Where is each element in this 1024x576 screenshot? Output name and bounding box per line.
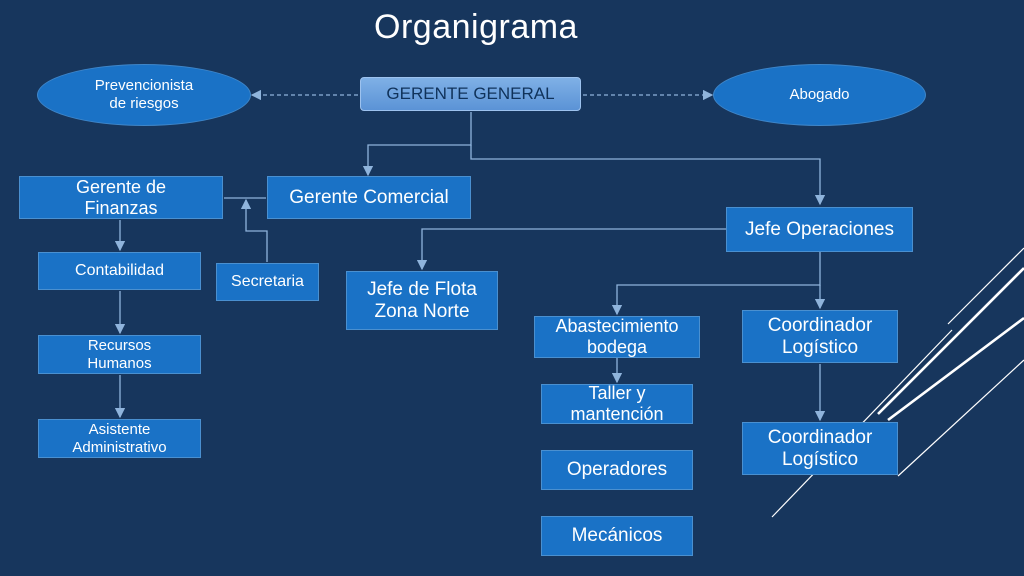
node-taller-mantencion-label: Taller y mantención	[570, 383, 664, 424]
node-prevencionista: Prevencionista de riesgos	[37, 64, 251, 126]
node-secretaria: Secretaria	[216, 263, 319, 301]
node-jefe-operaciones: Jefe Operaciones	[726, 207, 913, 252]
node-coordinador-logistico-2: Coordinador Logístico	[742, 422, 898, 475]
node-recursos-humanos-label: Recursos Humanos	[87, 337, 152, 372]
node-coordinador-logistico-2-label: Coordinador Logístico	[767, 426, 873, 470]
node-jefe-flota: Jefe de Flota Zona Norte	[346, 271, 498, 330]
connector-gerente-comercial	[362, 112, 472, 177]
node-gerente-general: GERENTE GENERAL	[360, 77, 581, 111]
node-contabilidad: Contabilidad	[38, 252, 201, 290]
node-jefe-flota-label: Jefe de Flota Zona Norte	[367, 278, 477, 322]
node-operadores-label: Operadores	[566, 459, 668, 481]
node-abogado: Abogado	[713, 64, 926, 126]
node-gerente-comercial-label: Gerente Comercial	[289, 186, 449, 208]
node-gerente-general-label: GERENTE GENERAL	[386, 84, 555, 103]
connector-jefe-flota	[416, 228, 726, 271]
node-abogado-label: Abogado	[789, 86, 850, 103]
decorative-lines	[771, 247, 1024, 518]
node-mecanicos: Mecánicos	[541, 516, 693, 556]
node-recursos-humanos: Recursos Humanos	[38, 335, 201, 374]
node-asistente-administrativo-label: Asistente Administrativo	[72, 421, 167, 456]
node-secretaria-label: Secretaria	[231, 272, 304, 290]
node-jefe-operaciones-label: Jefe Operaciones	[745, 218, 894, 240]
node-gerente-finanzas: Gerente de Finanzas	[19, 176, 223, 219]
node-taller-mantencion: Taller y mantención	[541, 383, 693, 424]
node-abastecimiento-bodega: Abastecimiento bodega	[534, 316, 700, 358]
node-gerente-finanzas-label: Gerente de Finanzas	[75, 176, 167, 218]
page-title: Organigrama	[374, 8, 578, 46]
node-operadores: Operadores	[541, 450, 693, 490]
connector-secretaria	[240, 198, 268, 262]
node-prevencionista-label: Prevencionista de riesgos	[94, 77, 194, 112]
node-gerente-comercial: Gerente Comercial	[267, 176, 471, 219]
node-abastecimiento-bodega-label: Abastecimiento bodega	[555, 316, 679, 357]
node-asistente-administrativo: Asistente Administrativo	[38, 419, 201, 458]
node-coordinador-logistico-1-label: Coordinador Logístico	[767, 314, 873, 358]
node-mecanicos-label: Mecánicos	[571, 525, 663, 547]
connector-abastecimiento	[611, 252, 821, 316]
connector-jefe-operaciones	[470, 145, 826, 206]
node-contabilidad-label: Contabilidad	[75, 261, 164, 279]
node-coordinador-logistico-1: Coordinador Logístico	[742, 310, 898, 363]
